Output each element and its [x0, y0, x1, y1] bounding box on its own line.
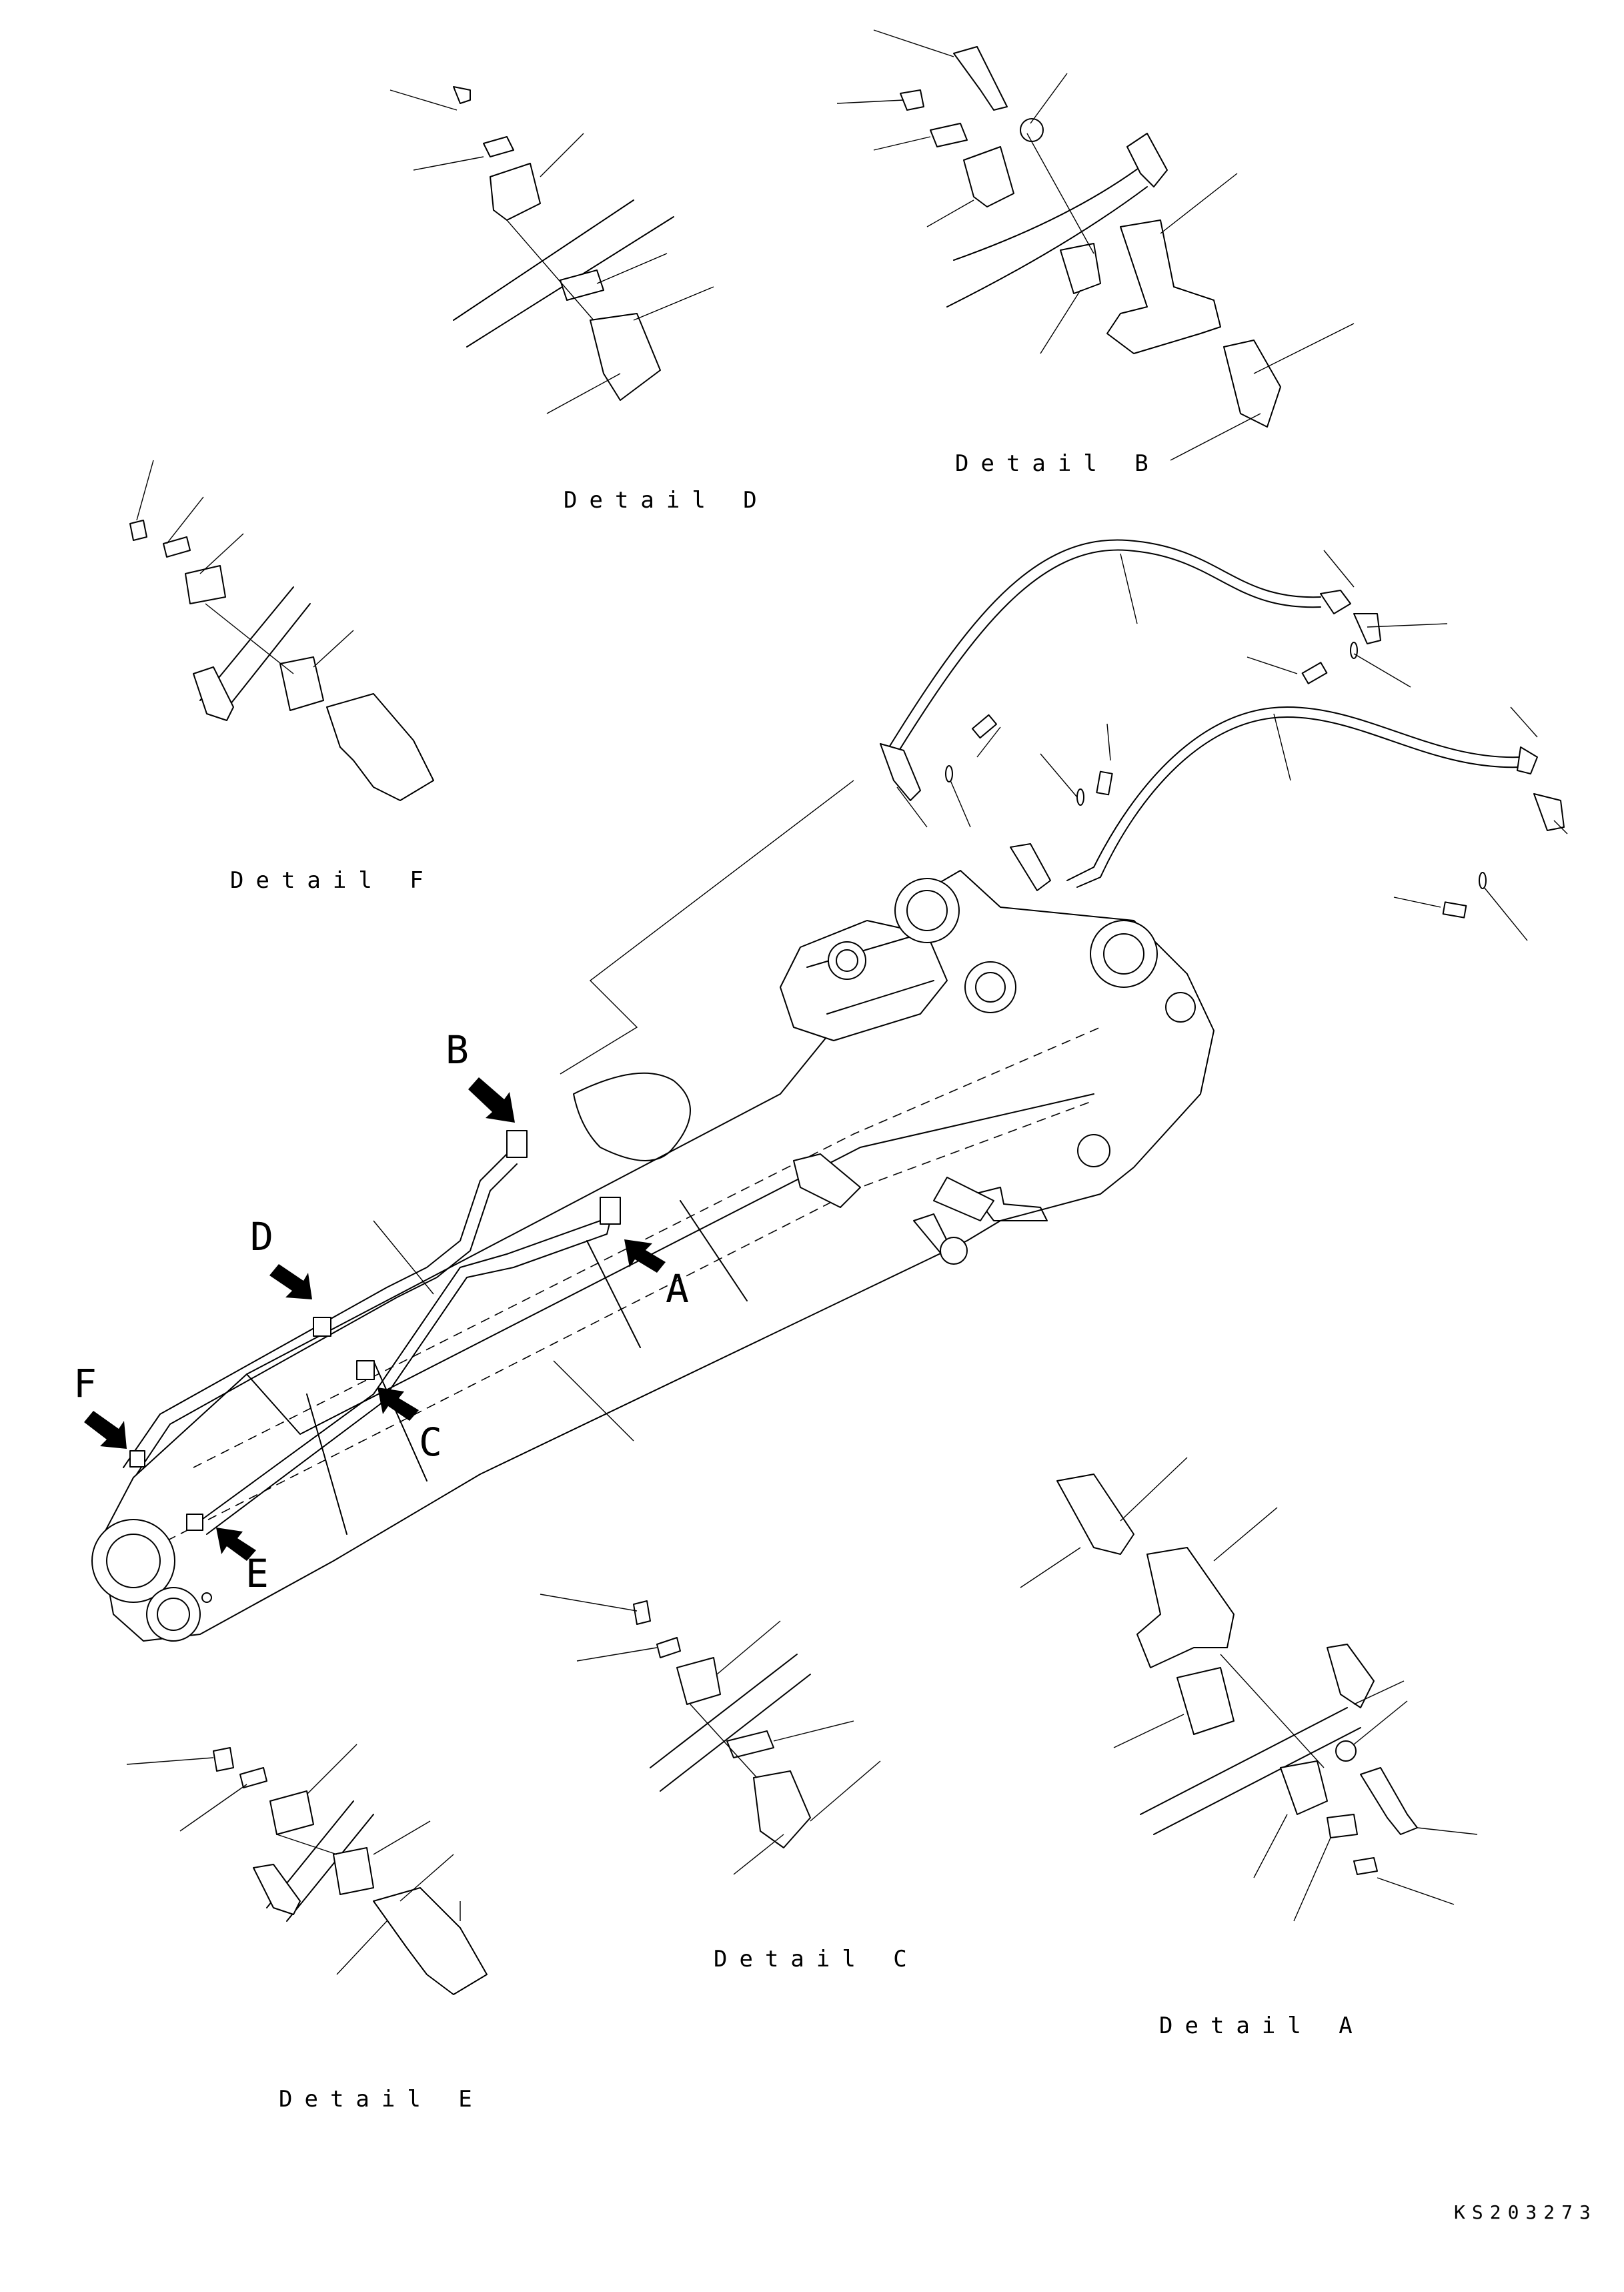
arrow-c	[377, 1387, 419, 1421]
detail-c-view	[540, 1594, 880, 1874]
pipe-lines	[123, 1131, 620, 1534]
detail-b-caption: Detail B	[955, 450, 1160, 477]
callout-arrows	[84, 1077, 666, 1561]
callout-d-label: D	[250, 1214, 273, 1259]
arrow-a	[624, 1239, 666, 1273]
arrow-f	[84, 1411, 127, 1449]
arm-assembly	[92, 780, 1214, 1641]
callout-c-label: C	[419, 1419, 442, 1465]
arrow-d	[269, 1264, 312, 1299]
detail-d-view	[390, 87, 714, 414]
detail-e-view	[127, 1744, 487, 1994]
detail-b-view	[837, 30, 1354, 460]
callout-b-label: B	[446, 1027, 469, 1073]
arrow-b	[468, 1077, 515, 1123]
drawing-code: KS203273	[1454, 2201, 1597, 2223]
callout-e-label: E	[245, 1551, 269, 1596]
detail-c-caption: Detail C	[714, 1946, 919, 1972]
callout-f-label: F	[73, 1361, 97, 1406]
detail-a-caption: Detail A	[1159, 2013, 1365, 2039]
detail-a-view	[1020, 1458, 1477, 1921]
detail-e-caption: Detail E	[279, 2086, 484, 2113]
detail-f-caption: Detail F	[230, 867, 436, 894]
callout-a-label: A	[666, 1266, 689, 1311]
detail-d-caption: Detail D	[564, 487, 769, 514]
detail-f-view	[130, 460, 434, 800]
hose-assembly	[880, 540, 1567, 941]
arrow-e	[216, 1528, 256, 1561]
